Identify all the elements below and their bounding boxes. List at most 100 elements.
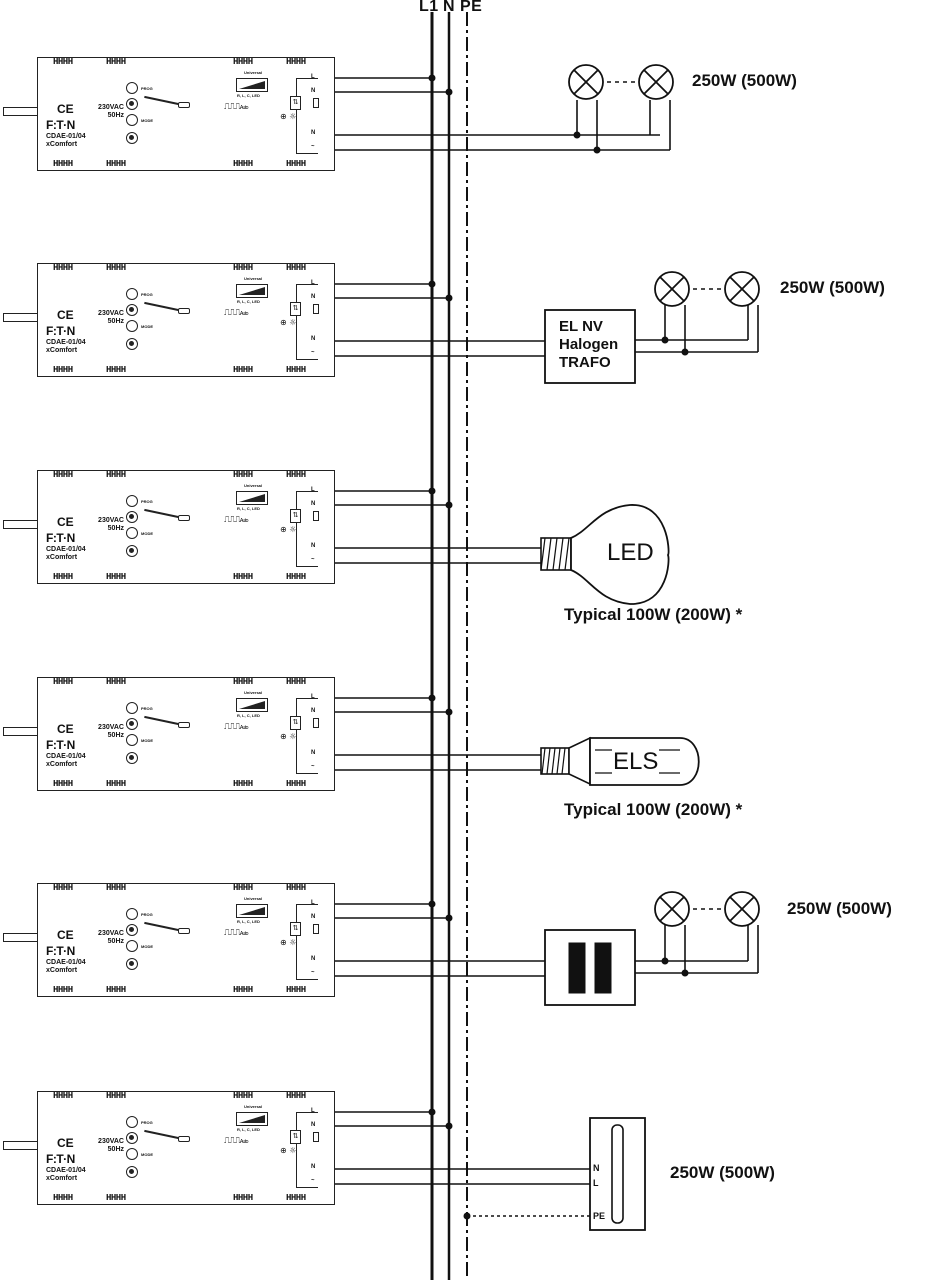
prog-button[interactable] — [126, 908, 138, 920]
housing-code: HHHH — [233, 779, 253, 789]
load-types-label: R, L, C, LED — [237, 299, 260, 304]
mode-button[interactable] — [126, 734, 138, 746]
dimming-ramp-icon — [236, 698, 268, 712]
triac-glyph: ⇅ — [292, 925, 299, 932]
bottom-indicator — [126, 1166, 138, 1178]
dimming-ramp-icon — [236, 284, 268, 298]
housing-code: HHHH — [106, 159, 126, 169]
housing-code: HHHH — [106, 57, 126, 67]
fixture-terminal-pe: PE — [593, 1211, 606, 1221]
model-series: xComfort — [46, 554, 78, 561]
junction-dot — [445, 294, 453, 302]
bulb-thread — [558, 537, 564, 571]
led-indicator — [126, 718, 138, 730]
housing-code: HHHH — [106, 470, 126, 480]
prog-button[interactable] — [126, 1116, 138, 1128]
mode-button[interactable] — [126, 940, 138, 952]
prog-label: PROG — [141, 292, 153, 297]
terminal-n: N — [311, 914, 316, 920]
housing-code: HHHH — [106, 263, 126, 273]
universal-label: Universal — [244, 1104, 263, 1109]
housing-code: HHHH — [233, 883, 253, 893]
junction-dot — [463, 1212, 471, 1220]
prog-button[interactable] — [126, 495, 138, 507]
housing-code: HHHH — [53, 883, 73, 893]
waveform-icon: ⎍⎍⎍Auto — [224, 515, 248, 525]
housing-code: HHHH — [233, 365, 253, 375]
prog-button[interactable] — [126, 82, 138, 94]
housing-code: HHHH — [286, 1193, 306, 1203]
bulb-thread — [564, 537, 570, 571]
triac-icon: ⇅ — [290, 716, 301, 730]
model-series: xComfort — [46, 967, 78, 974]
fuse-icon — [313, 511, 319, 521]
terminal-dim: ~ — [311, 764, 315, 770]
terminal-dim: ~ — [311, 970, 315, 976]
housing-code: HHHH — [286, 365, 306, 375]
junction-dot — [445, 501, 453, 509]
housing-code: HHHH — [53, 365, 73, 375]
triac-icon: ⇅ — [290, 96, 301, 110]
junction-dot — [428, 487, 436, 495]
mode-label: MODE — [141, 118, 153, 123]
housing-code: HHHH — [233, 57, 253, 67]
prog-label: PROG — [141, 706, 153, 711]
prog-button[interactable] — [126, 702, 138, 714]
bulb-thread — [546, 537, 552, 571]
power-rating: 250W (500W) — [787, 899, 892, 918]
junction-dot — [445, 88, 453, 96]
ce-mark: CE — [57, 102, 74, 116]
triac-glyph: ⇅ — [292, 99, 299, 106]
transformer-label: Halogen — [559, 336, 619, 353]
load-types-label: R, L, C, LED — [237, 506, 260, 511]
housing-code: HHHH — [233, 1193, 253, 1203]
housing-code: HHHH — [286, 883, 306, 893]
mode-button[interactable] — [126, 527, 138, 539]
frequency-label: 50Hz — [107, 318, 124, 325]
waveform-glyph: ⎍⎍⎍ — [224, 308, 241, 318]
brand-logo: F:T·N — [46, 118, 75, 132]
prog-button[interactable] — [126, 288, 138, 300]
dimming-ramp-icon — [236, 904, 268, 918]
triac-icon: ⇅ — [290, 302, 301, 316]
housing-code: HHHH — [106, 1091, 126, 1101]
mode-label: MODE — [141, 944, 153, 949]
auto-label: Auto — [239, 725, 249, 731]
auto-label: Auto — [239, 311, 249, 317]
ce-mark: CE — [57, 722, 74, 736]
mode-button[interactable] — [126, 320, 138, 332]
mode-button[interactable] — [126, 1148, 138, 1160]
fuse-icon — [313, 1132, 319, 1142]
mode-button[interactable] — [126, 114, 138, 126]
sensor-tip — [178, 308, 190, 314]
universal-label: Universal — [244, 690, 263, 695]
els-thread — [551, 747, 556, 775]
auto-label: Auto — [239, 1139, 249, 1145]
junction-dot — [661, 336, 669, 344]
junction-dot — [445, 914, 453, 922]
junction-dot — [661, 957, 669, 965]
model-series: xComfort — [46, 141, 78, 148]
frequency-label: 50Hz — [107, 938, 124, 945]
lamp-icon-cross — [659, 896, 685, 922]
power-rating: Typical 100W (200W) * — [564, 605, 743, 624]
rotary-icons: ⊕ ☼ — [280, 938, 297, 947]
dimmer-cable-stub — [3, 107, 39, 116]
triac-icon: ⇅ — [290, 922, 301, 936]
terminal-n: N — [311, 88, 316, 94]
sensor-tip — [178, 1136, 190, 1142]
terminal-dim: ~ — [311, 350, 315, 356]
rotary-icons: ⊕ ☼ — [280, 318, 297, 327]
model-number: CDAE-01/04 — [46, 133, 86, 140]
frequency-label: 50Hz — [107, 525, 124, 532]
waveform-icon: ⎍⎍⎍Auto — [224, 102, 248, 112]
load-types-label: R, L, C, LED — [237, 713, 260, 718]
universal-label: Universal — [244, 276, 263, 281]
load-types-label: R, L, C, LED — [237, 93, 260, 98]
ce-mark: CE — [57, 308, 74, 322]
housing-code: HHHH — [53, 779, 73, 789]
